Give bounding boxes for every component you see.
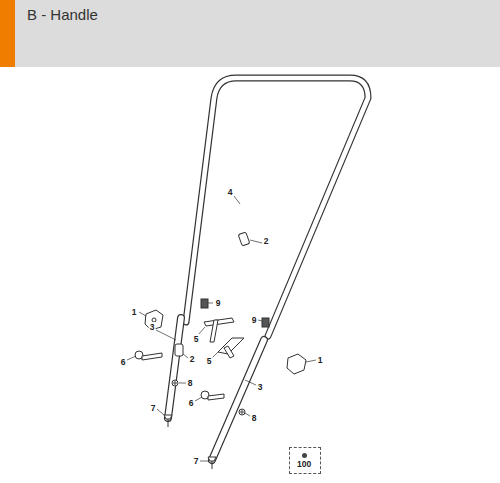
callout-number: 7 — [193, 456, 200, 466]
kit-dot — [302, 453, 307, 458]
callout-number: 7 — [150, 403, 157, 413]
callout-number: 4 — [227, 187, 234, 197]
callout-number: 3 — [257, 382, 264, 392]
callout-number: 100 — [297, 459, 320, 469]
page-title: B - Handle — [27, 6, 98, 23]
callout-number: 2 — [263, 236, 270, 246]
callout-number: 8 — [187, 378, 194, 388]
callout-number: 6 — [120, 357, 127, 367]
callout-number: 2 — [189, 354, 196, 364]
callout-number: 9 — [251, 315, 258, 325]
callout-number: 1 — [317, 355, 324, 365]
accent-bar — [0, 0, 15, 67]
callout-number: 5 — [193, 334, 200, 344]
callout-number: 3 — [149, 322, 156, 332]
kit-box: 100 — [289, 447, 321, 474]
callout-number: 8 — [251, 413, 258, 423]
callout-number: 9 — [215, 298, 222, 308]
callout-number: 1 — [131, 307, 138, 317]
callout-number: 5 — [206, 356, 213, 366]
callout-number: 6 — [188, 398, 195, 408]
